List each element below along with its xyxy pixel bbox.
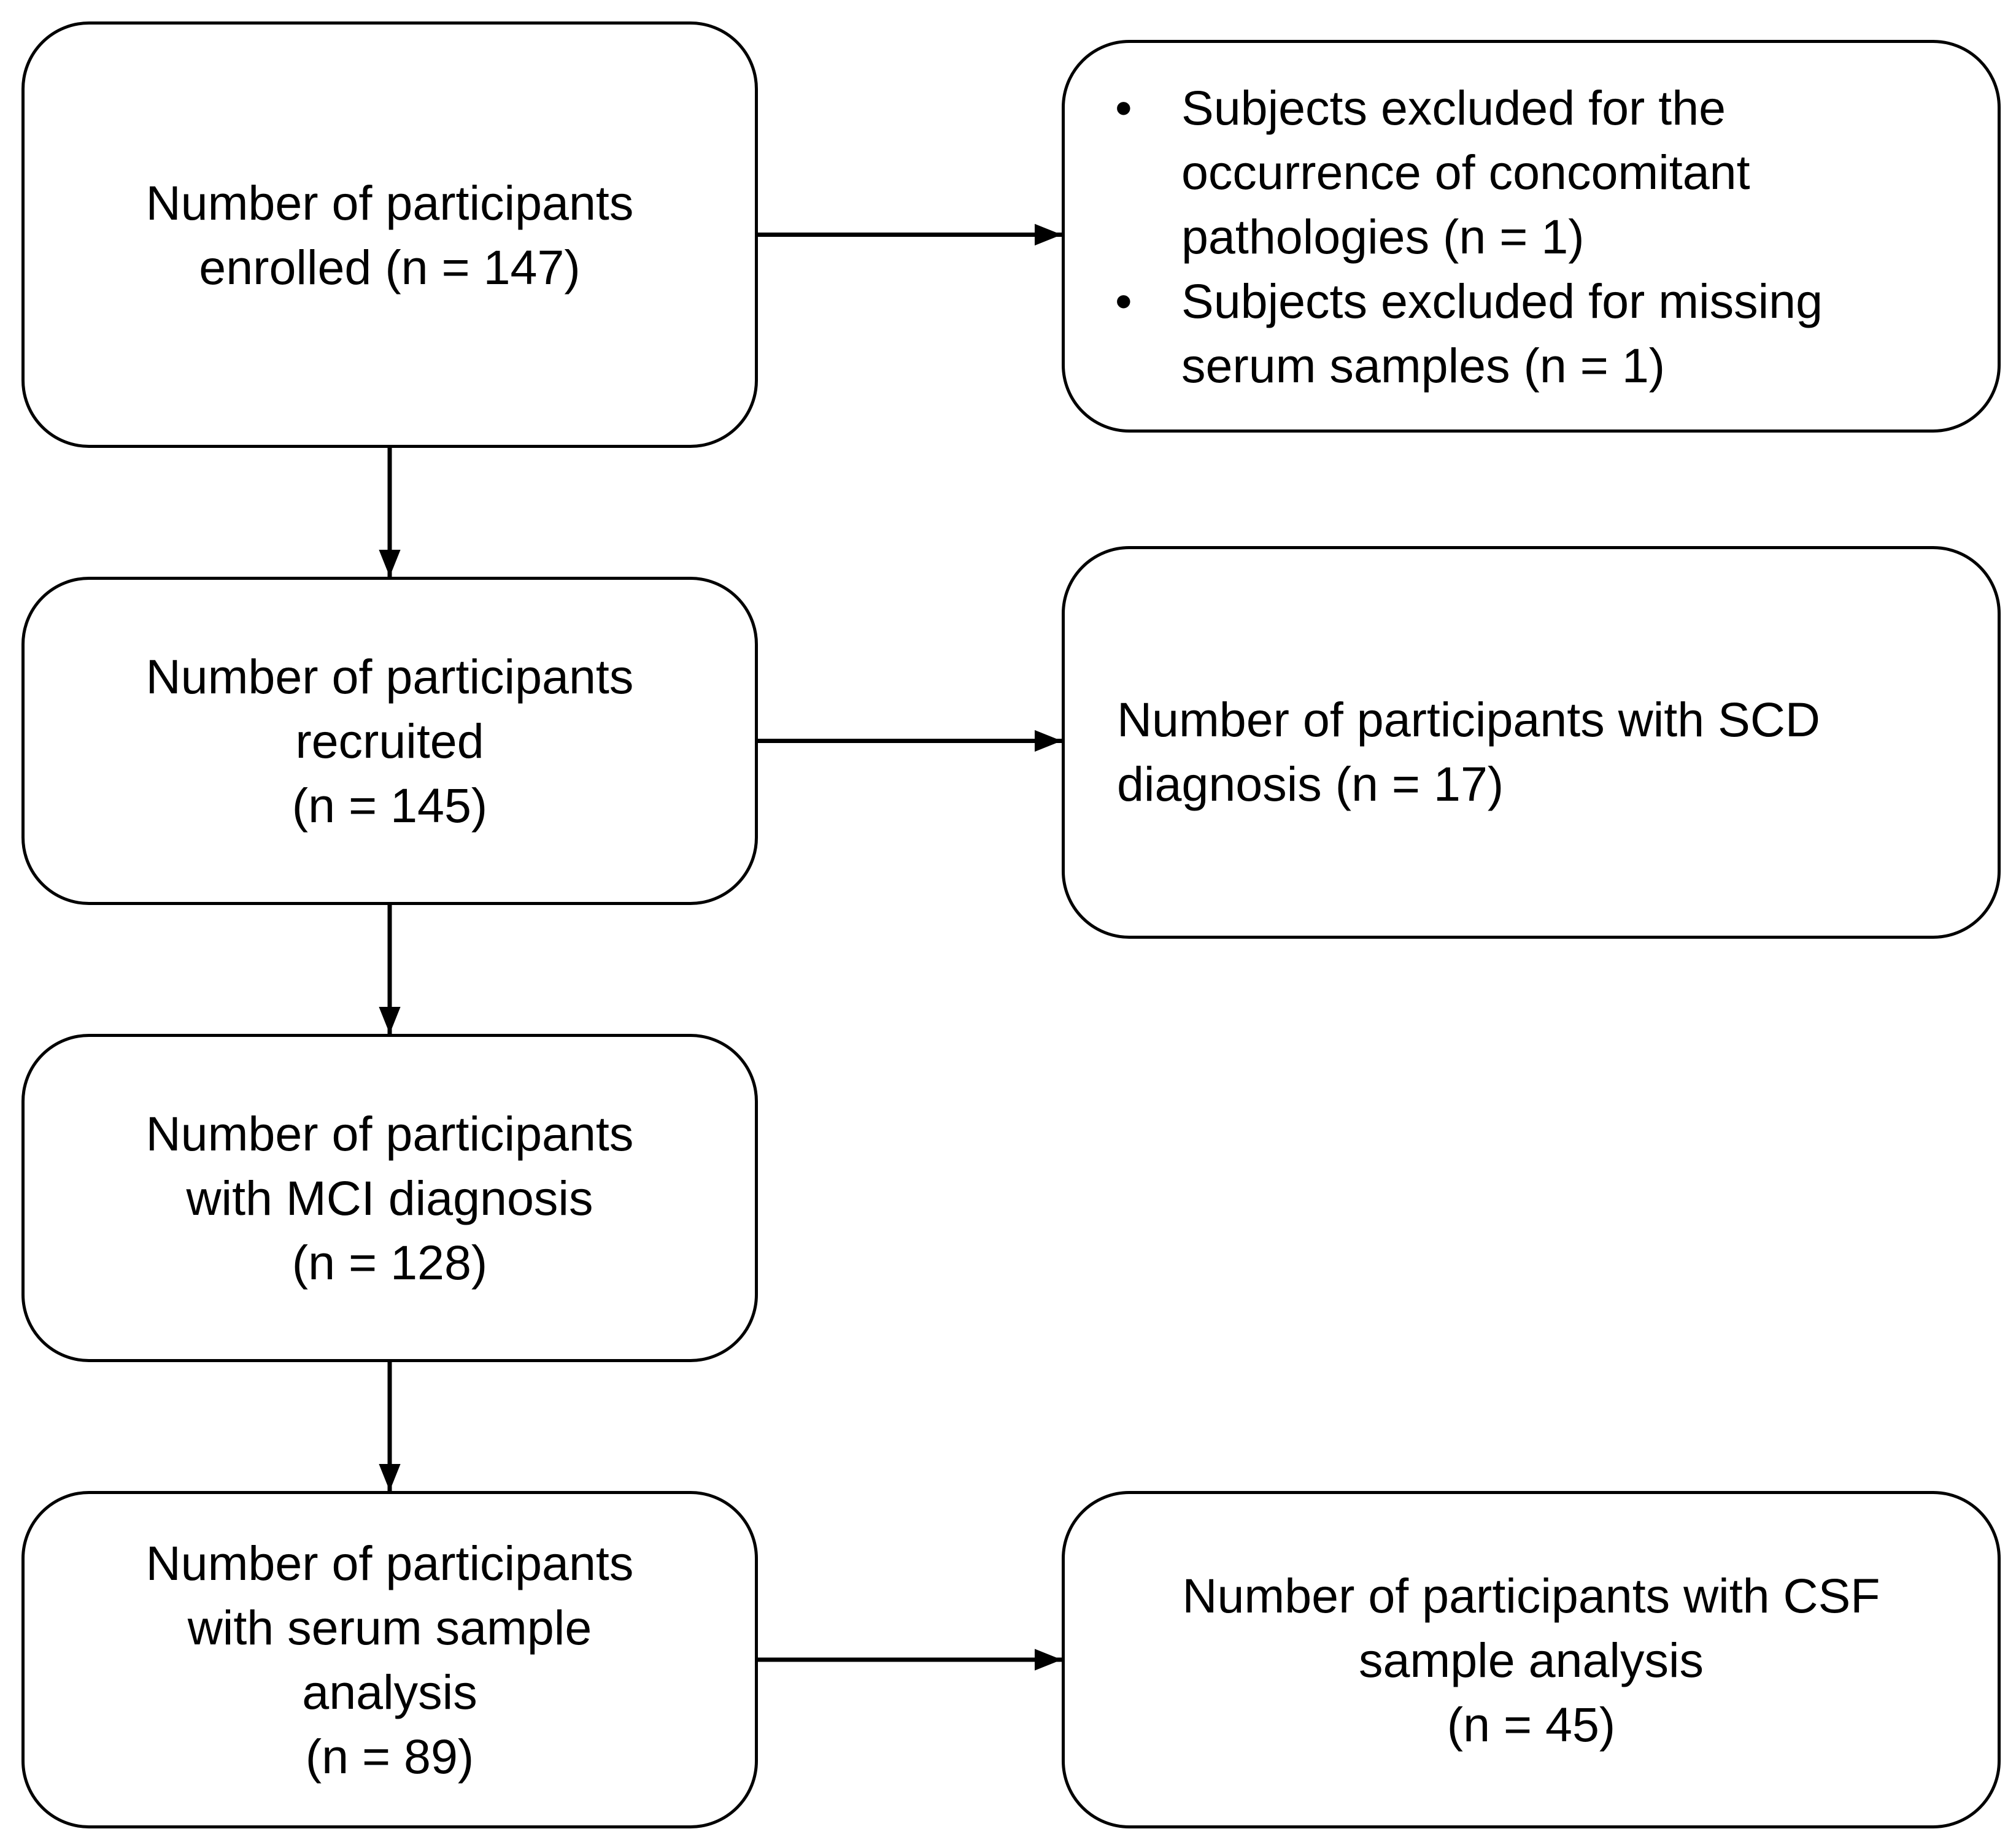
box-recruited-line-2: recruited — [295, 714, 484, 768]
box-serum: Number of participants with serum sample… — [21, 1491, 758, 1828]
box-enrolled-line-1: Number of participants — [145, 175, 634, 230]
box-excluded: • Subjects excluded for the occurrence o… — [1062, 40, 2001, 433]
box-serum-line-1: Number of participants — [145, 1536, 634, 1590]
box-mci: Number of participants with MCI diagnosi… — [21, 1034, 758, 1362]
exclusion-item-1: • Subjects excluded for the occurrence o… — [1065, 75, 1823, 269]
box-recruited-line-1: Number of participants — [145, 649, 634, 704]
box-csf-line-2: sample analysis — [1358, 1632, 1704, 1687]
box-recruited: Number of participants recruited (n = 14… — [21, 577, 758, 905]
box-mci-line-1: Number of participants — [145, 1106, 634, 1161]
exclusion-item-1-line-3: pathologies (n = 1) — [1181, 209, 1585, 264]
box-mci-line-3: (n = 128) — [292, 1235, 488, 1290]
box-scd-line-1: Number of participants with SCD — [1117, 692, 1820, 747]
exclusion-item-2-line-1: Subjects excluded for missing — [1181, 273, 1823, 328]
box-serum-line-4: (n = 89) — [305, 1729, 474, 1784]
exclusion-item-2: • Subjects excluded for missing serum sa… — [1065, 269, 1823, 398]
box-csf-line-1: Number of participants with CSF — [1182, 1568, 1880, 1623]
box-scd: Number of participants with SCD diagnosi… — [1062, 546, 2001, 939]
exclusion-item-1-line-2: occurrence of concomitant — [1181, 144, 1750, 199]
box-mci-line-2: with MCI diagnosis — [186, 1171, 593, 1225]
box-serum-line-2: with serum sample — [187, 1600, 592, 1655]
box-recruited-line-3: (n = 145) — [292, 778, 488, 833]
box-serum-line-3: analysis — [302, 1665, 477, 1719]
box-scd-line-2: diagnosis (n = 17) — [1117, 757, 1504, 811]
exclusion-list: • Subjects excluded for the occurrence o… — [1065, 75, 1823, 398]
bullet-icon: • — [1115, 80, 1132, 135]
box-enrolled-line-2: enrolled (n = 147) — [199, 239, 581, 295]
bullet-icon: • — [1115, 273, 1132, 328]
exclusion-item-2-line-2: serum samples (n = 1) — [1181, 337, 1666, 393]
box-enrolled: Number of participants enrolled (n = 147… — [21, 21, 758, 448]
box-csf-line-3: (n = 45) — [1446, 1697, 1616, 1752]
box-csf: Number of participants with CSF sample a… — [1062, 1491, 2001, 1828]
exclusion-item-1-line-1: Subjects excluded for the — [1181, 80, 1726, 135]
